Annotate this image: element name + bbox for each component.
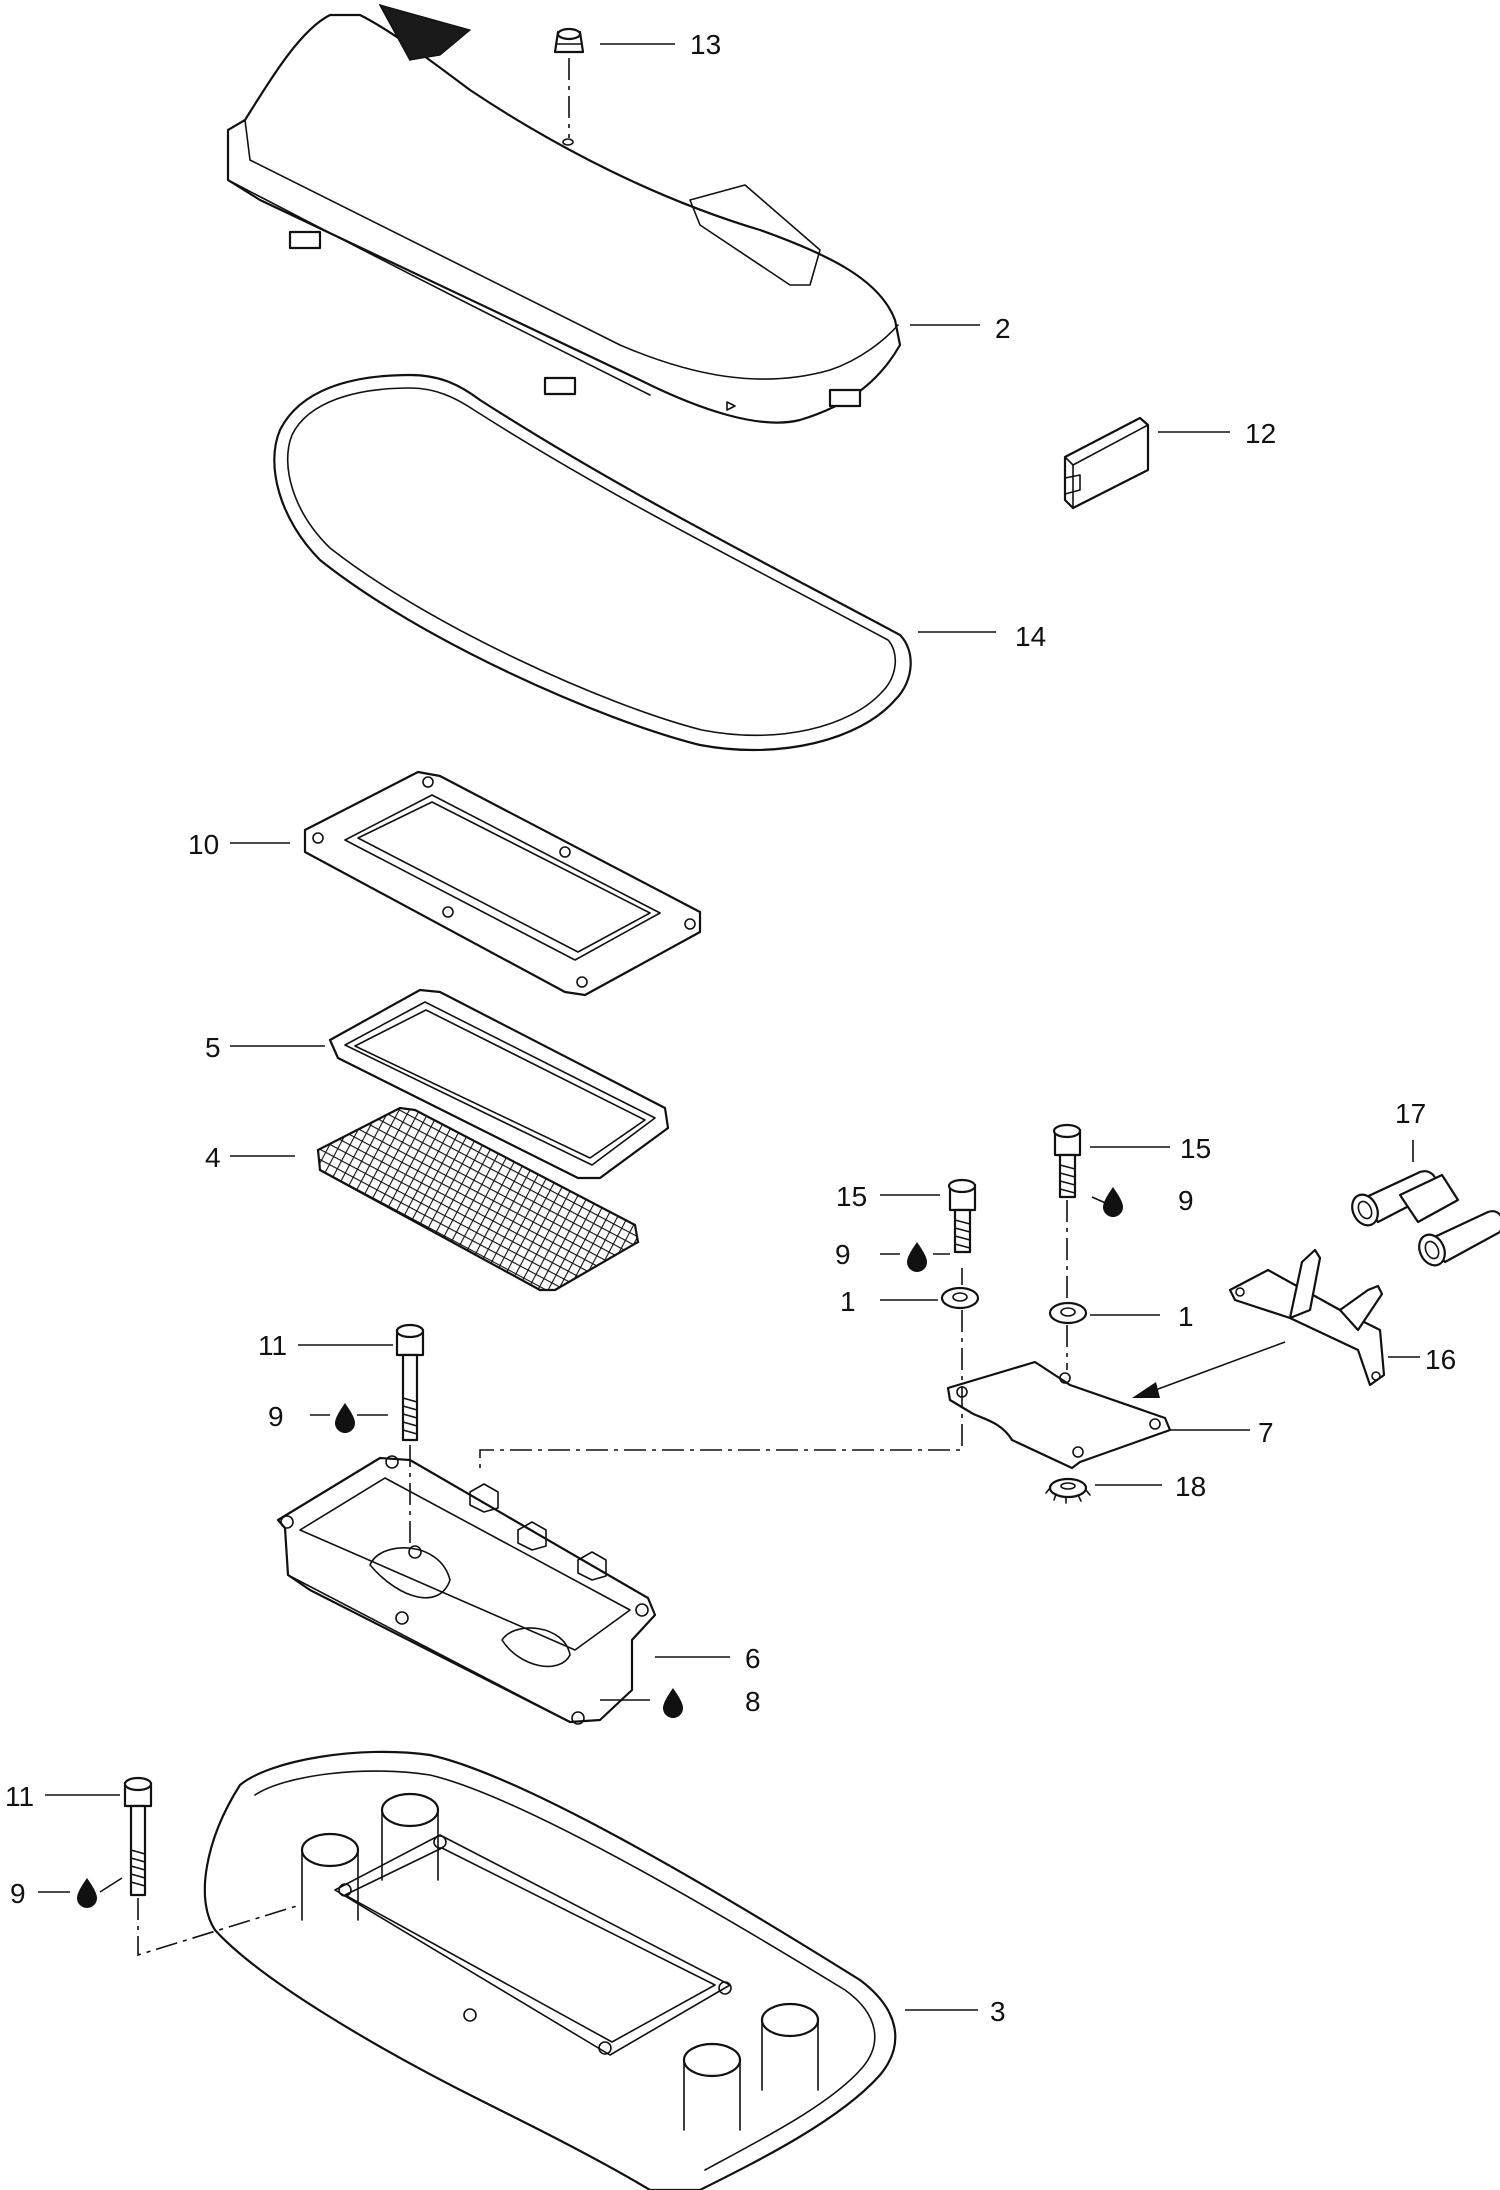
callout-labels: 13 2 12 14 10 5 4 17 15 15 9 9 1 1 16 11… bbox=[5, 29, 1456, 2027]
callout-10: 10 bbox=[188, 829, 219, 860]
callout-6: 6 bbox=[745, 1643, 761, 1674]
oil-drop-icon bbox=[77, 1878, 97, 1908]
callout-17: 17 bbox=[1395, 1098, 1426, 1129]
callout-18: 18 bbox=[1175, 1471, 1206, 1502]
callout-12: 12 bbox=[1245, 418, 1276, 449]
part-7-bracket-plate bbox=[946, 1360, 1172, 1470]
part-5-filter-frame bbox=[328, 988, 670, 1180]
callout-8: 8 bbox=[745, 1686, 761, 1717]
part-12-clip bbox=[1063, 416, 1150, 510]
callout-2: 2 bbox=[995, 313, 1011, 344]
part-17-caps bbox=[1351, 1170, 1500, 1267]
leader-lines bbox=[38, 43, 1420, 2011]
callout-1-left: 1 bbox=[840, 1286, 856, 1317]
part-15-bolt-right bbox=[1052, 1123, 1082, 1199]
callout-11-lower: 11 bbox=[5, 1781, 34, 1812]
oil-drop-icon bbox=[335, 1403, 355, 1433]
callout-9-lower: 9 bbox=[10, 1878, 26, 1909]
callout-11-upper: 11 bbox=[258, 1330, 287, 1361]
part-3-base-housing bbox=[203, 1750, 897, 2190]
part-1-washer-right bbox=[1048, 1301, 1088, 1325]
callout-1-right: 1 bbox=[1178, 1301, 1194, 1332]
part-10-flat-gasket bbox=[303, 770, 702, 997]
callout-15-right: 15 bbox=[1180, 1133, 1211, 1164]
part-11-long-bolt-upper bbox=[395, 1323, 425, 1442]
oil-drop-icon bbox=[907, 1242, 927, 1272]
callout-5: 5 bbox=[205, 1032, 221, 1063]
part-13-plug bbox=[553, 27, 585, 54]
callout-7: 7 bbox=[1258, 1417, 1274, 1448]
oil-drop-icon bbox=[663, 1688, 683, 1718]
callout-9-housing: 9 bbox=[268, 1401, 284, 1432]
part-11-long-bolt-lower bbox=[123, 1776, 153, 1897]
callout-14: 14 bbox=[1015, 621, 1046, 652]
callout-9-right: 9 bbox=[1178, 1185, 1194, 1216]
part-15-bolt-left bbox=[947, 1178, 977, 1254]
callout-3: 3 bbox=[990, 1996, 1006, 2027]
part-16-bracket bbox=[1228, 1248, 1386, 1387]
part-1-washer-left bbox=[940, 1286, 980, 1310]
callout-9-left: 9 bbox=[835, 1239, 851, 1270]
part-4-filter-mesh bbox=[316, 1106, 640, 1292]
callout-13: 13 bbox=[690, 29, 721, 60]
callout-4: 4 bbox=[205, 1142, 221, 1173]
part-6-filter-housing bbox=[276, 1455, 657, 1725]
part-14-seal-ring bbox=[273, 373, 912, 752]
callout-16: 16 bbox=[1425, 1344, 1456, 1375]
assembly-axes bbox=[137, 1200, 1068, 1957]
oil-drop-icon bbox=[1103, 1187, 1123, 1217]
assembly-arrow-16-to-7 bbox=[1132, 1341, 1286, 1398]
part-18-star-washer bbox=[1045, 1477, 1091, 1504]
part-2-top-cover bbox=[226, 4, 902, 424]
callout-15-left: 15 bbox=[836, 1181, 867, 1212]
